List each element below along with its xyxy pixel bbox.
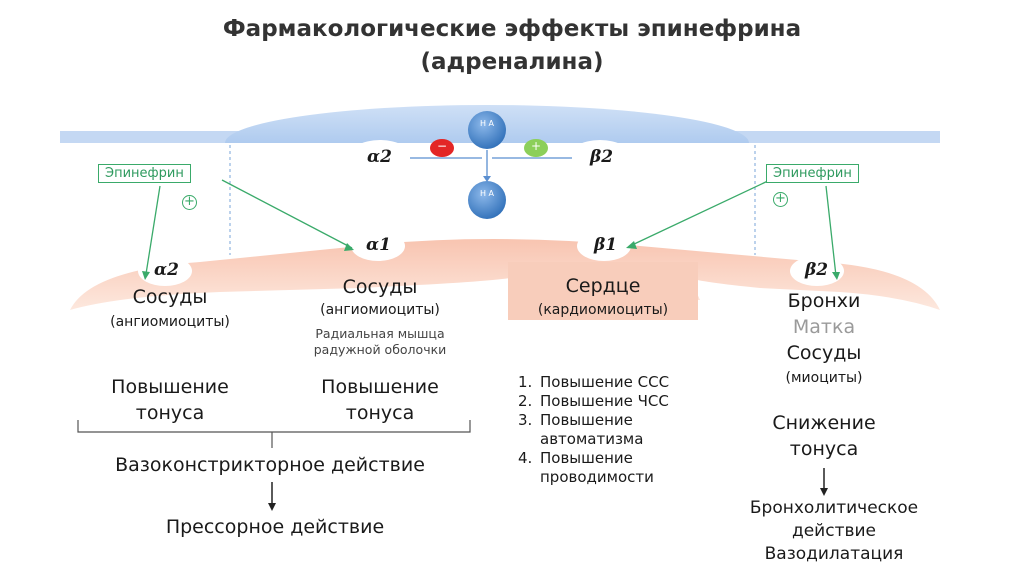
receptor-beta2: β2 [805,260,829,280]
plus-left-icon: + [182,195,197,210]
col4-result-1: Бронхолитическое [749,498,919,518]
col4-result-2: действие [791,521,877,541]
plus-right-icon: + [773,192,788,207]
na-molecule-top [468,111,506,149]
plus-badge [524,139,548,157]
col2-cells: (ангиомиоциты) [320,302,440,318]
presynaptic-beta2-label: β2 [590,147,614,167]
col4-effect: Снижение тонуса [772,412,876,460]
col1-cells: (ангиомиоциты) [110,314,230,330]
col4-target-uterus: Матка [792,316,856,338]
col3-effects-list: 1.Повышение ССС 2.Повышение ЧСС 3.Повыше… [518,373,718,487]
epinephrine-right-box: Эпинефрин [766,164,859,183]
col4-target-vessels: Сосуды [786,342,862,364]
list-item: 3.Повышение автоматизма [518,411,644,448]
vaso-bracket [77,420,471,433]
receptor-alpha1: α1 [366,235,391,255]
minus-badge [430,139,454,157]
col2-target: Сосуды [342,276,418,298]
col1-target: Сосуды [132,286,208,308]
plus-sign: + [530,139,542,153]
presynaptic-alpha2-site [348,140,412,176]
col2-note-2: радужной оболочки [313,342,447,357]
col4-result-3: Вазодилатация [764,544,904,564]
presynaptic-beta2-site [568,140,632,176]
vasoconstrictor-effect: Вазоконстрикторное действие [115,454,425,476]
list-item: 1.Повышение ССС [518,373,670,391]
minus-sign: − [436,139,448,153]
col4-target-bronchi: Бронхи [787,290,861,312]
title-line-1: Фармакологические эффекты эпинефрина [222,16,802,42]
col4-cells: (миоциты) [785,370,863,386]
col2-effect: Повышение тонуса [321,376,439,424]
list-item: 2.Повышение ЧСС [518,392,669,410]
na-top-label: Н А [479,119,495,128]
na-molecule-bottom [468,181,506,219]
receptor-alpha2: α2 [154,260,179,280]
na-bottom-label: Н А [479,189,495,198]
col3-target: Сердце [565,275,641,297]
presynaptic-alpha2-label: α2 [367,147,392,167]
postsynaptic-membrane [70,239,940,310]
title-line-2: (адреналина) [420,49,604,75]
pressor-effect: Прессорное действие [165,516,385,538]
col2-note-1: Радиальная мышца [315,326,445,341]
heart-block [508,262,698,320]
col1-effect: Повышение тонуса [111,376,229,424]
list-item: 4.Повышение проводимости [518,449,654,486]
col3-cells: (кардиомиоциты) [537,302,669,318]
epinephrine-left-box: Эпинефрин [98,164,191,183]
receptor-beta1: β1 [594,235,618,255]
